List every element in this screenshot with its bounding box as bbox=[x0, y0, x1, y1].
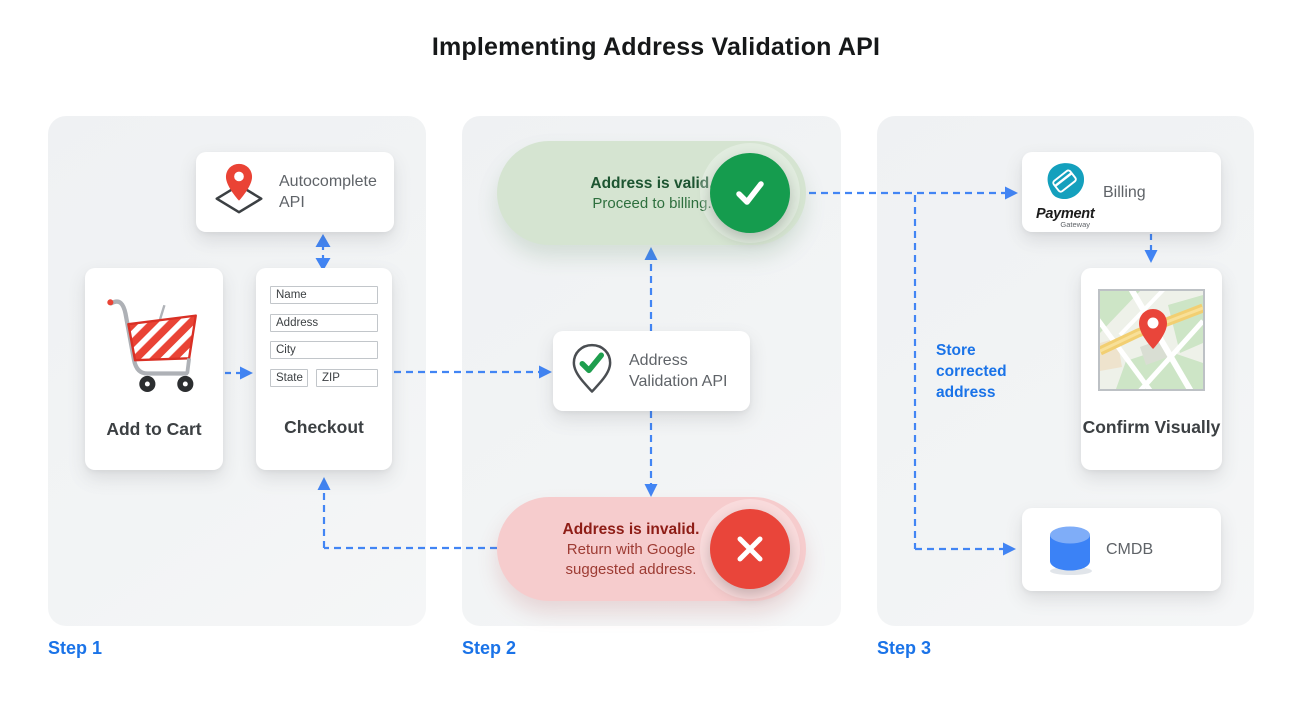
address-valid-pill: Address is valid. Proceed to billing. bbox=[497, 141, 806, 245]
pin-check-icon bbox=[569, 341, 615, 402]
cmdb-label: CMDB bbox=[1106, 541, 1154, 558]
valid-subtitle: Proceed to billing. bbox=[592, 194, 712, 212]
cmdb-card: CMDB bbox=[1022, 508, 1221, 591]
store-corrected-address-note: Store corrected address bbox=[936, 342, 1007, 401]
zip-field[interactable] bbox=[316, 368, 378, 387]
invalid-title: Address is invalid. bbox=[562, 520, 700, 538]
address-validation-api-card: Address Validation API bbox=[553, 331, 750, 411]
step2-label: Step 2 bbox=[462, 638, 517, 658]
checkout-form bbox=[270, 286, 378, 396]
autocomplete-api-label: Autocomplete API bbox=[279, 173, 377, 211]
address-field[interactable] bbox=[270, 313, 378, 332]
city-field[interactable] bbox=[270, 341, 378, 359]
page-title: Implementing Address Validation API bbox=[431, 33, 881, 61]
x-icon bbox=[710, 509, 790, 589]
shopping-cart-icon bbox=[97, 290, 211, 402]
payment-gateway-subtitle: Gateway bbox=[1060, 220, 1090, 229]
checkout-label: Checkout bbox=[284, 417, 364, 437]
confirm-visually-label: Confirm Visually bbox=[1082, 417, 1221, 437]
map-image bbox=[1098, 289, 1205, 391]
invalid-subtitle: Return with Google suggested address. bbox=[565, 540, 697, 578]
state-field[interactable] bbox=[270, 368, 308, 387]
autocomplete-api-card: Autocomplete API bbox=[196, 152, 394, 232]
payment-gateway-title: Payment bbox=[1036, 206, 1095, 222]
check-icon bbox=[710, 153, 790, 233]
name-field[interactable] bbox=[270, 286, 378, 304]
confirm-visually-card: Confirm Visually bbox=[1081, 268, 1222, 470]
step1-label: Step 1 bbox=[48, 638, 103, 658]
address-invalid-pill: Address is invalid. Return with Google s… bbox=[497, 497, 806, 601]
step3-label: Step 3 bbox=[877, 638, 932, 658]
checkout-card: Checkout bbox=[256, 268, 392, 470]
database-icon bbox=[1042, 522, 1098, 578]
add-to-cart-label: Add to Cart bbox=[106, 419, 202, 439]
add-to-cart-card: Add to Cart bbox=[85, 268, 223, 470]
map-pin-diamond-icon bbox=[211, 161, 267, 224]
valid-title: Address is valid. bbox=[590, 174, 714, 192]
billing-label: Billing bbox=[1103, 184, 1146, 201]
address-validation-api-label: Address Validation API bbox=[629, 352, 728, 390]
payment-gateway-logo: Payment Gateway bbox=[1036, 160, 1095, 229]
